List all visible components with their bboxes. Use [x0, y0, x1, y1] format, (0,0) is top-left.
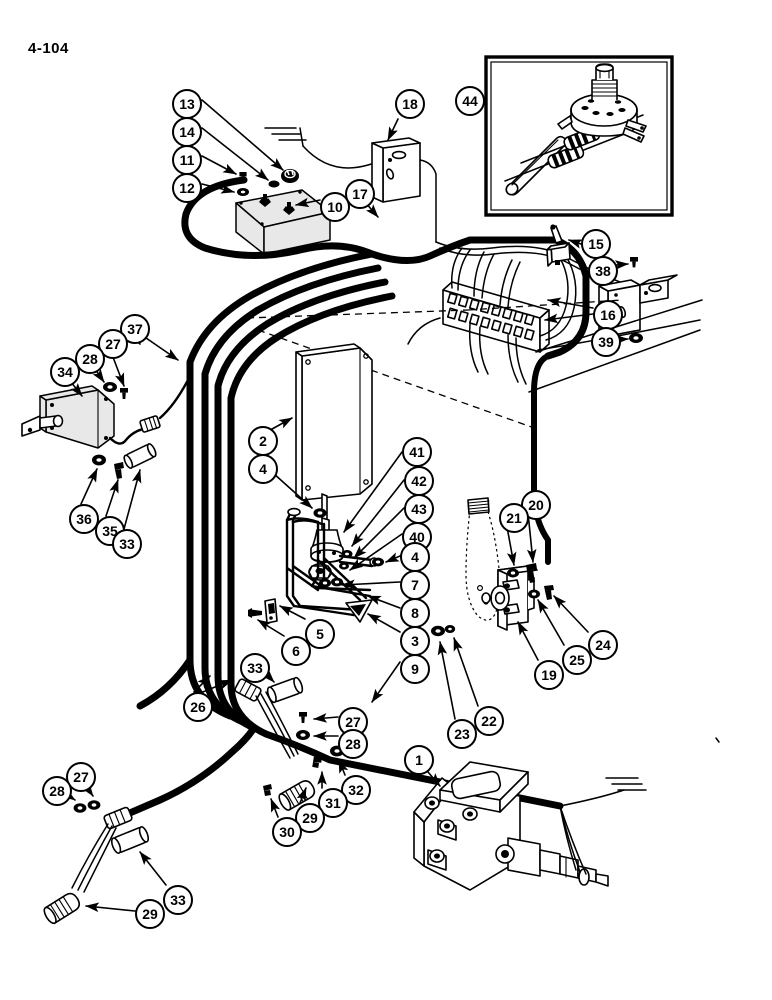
limit-switch-34	[21, 374, 192, 479]
callout-41: 41	[402, 437, 432, 467]
callout-33-left: 33	[112, 529, 142, 559]
callout-26: 26	[183, 692, 213, 722]
callout-4-upper: 4	[248, 454, 278, 484]
callout-30: 30	[272, 817, 302, 847]
callout-34: 34	[50, 357, 80, 387]
bolt-6	[248, 608, 262, 618]
callout-36: 36	[69, 504, 99, 534]
clamp-5	[264, 598, 278, 624]
callout-28-lower-left: 28	[42, 776, 72, 806]
callout-12: 12	[172, 173, 202, 203]
callout-17: 17	[345, 179, 375, 209]
toggle-switch-15	[546, 224, 571, 267]
terminal-strip-16	[407, 247, 577, 385]
callout-37: 37	[120, 314, 150, 344]
callout-5: 5	[305, 619, 335, 649]
callout-23: 23	[447, 719, 477, 749]
callout-14: 14	[172, 117, 202, 147]
valve-assembly-1	[413, 761, 647, 891]
callout-28-mid: 28	[338, 729, 368, 759]
main-harness	[114, 176, 590, 822]
bracket-18	[371, 137, 437, 243]
callout-39: 39	[591, 327, 621, 357]
callout-6: 6	[281, 636, 311, 666]
callout-15: 15	[581, 229, 611, 259]
callout-20: 20	[521, 490, 551, 520]
callout-1: 1	[404, 745, 434, 775]
bracket-3	[345, 599, 373, 623]
callout-29-lower: 29	[135, 899, 165, 929]
callout-4-lower: 4	[400, 542, 430, 572]
callout-7: 7	[400, 570, 430, 600]
callout-11: 11	[172, 145, 202, 175]
callout-42: 42	[404, 466, 434, 496]
callout-43: 43	[404, 494, 434, 524]
callout-24: 24	[588, 630, 618, 660]
callout-21: 21	[499, 503, 529, 533]
callout-19: 19	[534, 660, 564, 690]
callout-33-lower: 33	[163, 885, 193, 915]
callout-16: 16	[593, 300, 623, 330]
callout-3: 3	[400, 626, 430, 656]
small-fasteners-11-14	[237, 169, 299, 196]
lever-22	[431, 497, 501, 637]
callout-8: 8	[400, 598, 430, 628]
pivot-bracket-19	[481, 563, 554, 631]
callout-27-upper-left: 27	[98, 329, 128, 359]
callout-22: 22	[474, 706, 504, 736]
callout-28-upper-left: 28	[75, 344, 105, 374]
relay-box-10	[235, 189, 331, 255]
callout-13: 13	[172, 89, 202, 119]
callout-44: 44	[455, 86, 485, 116]
callout-33-mid: 33	[240, 653, 270, 683]
callout-25: 25	[562, 645, 592, 675]
callout-18: 18	[395, 89, 425, 119]
callout-27-lower-left: 27	[66, 762, 96, 792]
page-number: 4-104	[28, 40, 69, 57]
callout-38: 38	[588, 256, 618, 286]
control-module-2	[295, 343, 373, 535]
callout-2: 2	[248, 426, 278, 456]
inset-potentiometer-kit	[469, 55, 674, 217]
callout-9: 9	[400, 654, 430, 684]
lower-left-harness	[43, 800, 150, 925]
